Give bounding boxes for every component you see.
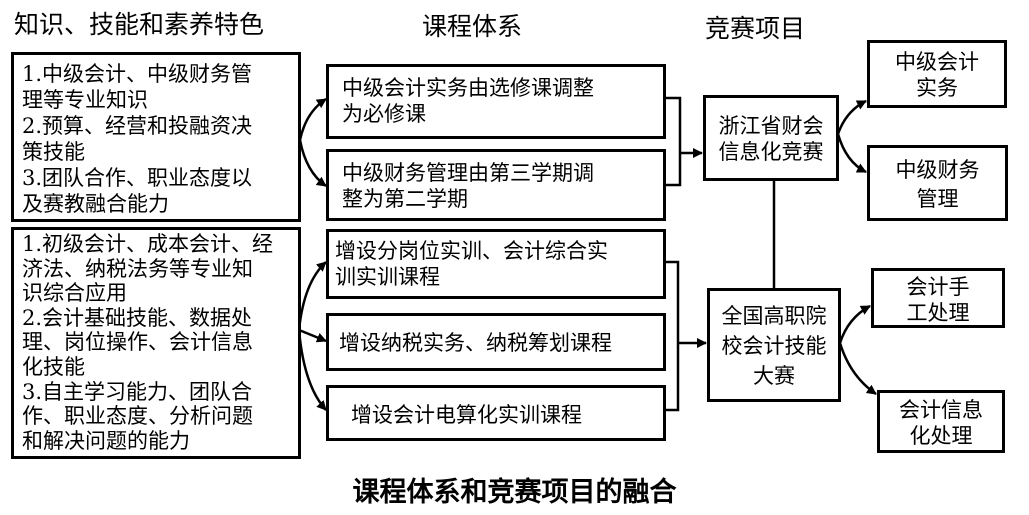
arrow-to-project3 <box>838 304 871 344</box>
arrow-skills2-course3 <box>297 261 327 331</box>
course-box-4: 增设纳税实务、纳税筹划课程 <box>326 313 666 371</box>
project-box-it-accounting-text: 会计信息 化处理 <box>899 398 983 448</box>
project-box-manual-accounting: 会计手 工处理 <box>871 268 1005 328</box>
competition-box-zhejiang-text: 浙江省财会 信息化竞赛 <box>718 114 824 164</box>
bracket-lower <box>665 260 680 412</box>
skills-box-1-text: 1.中级会计、中级财务管 理等专业知识 2.预算、经营和投融资决 策技能 3.团… <box>22 62 253 216</box>
competition-box-zhejiang: 浙江省财会 信息化竞赛 <box>703 95 839 181</box>
courses-header: 课程体系 <box>422 12 523 41</box>
competition-box-national: 全国高职院 校会计技能 大赛 <box>707 288 841 402</box>
project-box-financial-management: 中级财务 管理 <box>867 145 1008 221</box>
competition-box-national-text: 全国高职院 校会计技能 大赛 <box>721 304 827 388</box>
project-box-manual-accounting-text: 会计手 工处理 <box>906 275 970 325</box>
arrow-skills2-course5 <box>297 329 327 411</box>
course-box-4-text: 增设纳税实务、纳税筹划课程 <box>339 331 612 355</box>
course-box-3: 增设分岗位实训、会计综合实 训实训课程 <box>326 229 666 299</box>
skills-header: 知识、技能和素养特色 <box>14 10 265 39</box>
skills-box-2: 1.初级会计、成本会计、经 济法、纳税法务等专业知 识综合应用 2.会计基础技能… <box>11 227 301 459</box>
skills-box-1: 1.中级会计、中级财务管 理等专业知识 2.预算、经营和投融资决 策技能 3.团… <box>11 52 301 222</box>
course-box-5-text: 增设会计电算化实训课程 <box>351 403 582 427</box>
project-box-intermediate-accounting-text: 中级会计 实务 <box>895 50 979 100</box>
project-box-financial-management-text: 中级财务 管理 <box>895 158 980 211</box>
course-box-5: 增设会计电算化实训课程 <box>326 385 666 441</box>
bracket-upper <box>665 96 682 187</box>
figure-caption: 课程体系和竞赛项目的融合 <box>352 477 677 508</box>
course-box-1: 中级会计实务由选修课调整 为必修课 <box>326 64 666 139</box>
arrow-skills1-course1 <box>298 97 327 141</box>
course-box-1-text: 中级会计实务由选修课调整 为必修课 <box>342 76 594 126</box>
course-box-3-text: 增设分岗位实训、会计综合实 训实训课程 <box>335 239 608 289</box>
skills-box-2-text: 1.初级会计、成本会计、经 济法、纳税法务等专业知 识综合应用 2.会计基础技能… <box>22 232 274 453</box>
arrow-to-project4 <box>838 342 877 396</box>
competitions-header: 竞赛项目 <box>705 14 806 43</box>
project-box-it-accounting: 会计信息 化处理 <box>877 390 1005 453</box>
arrow-skills1-course2 <box>298 139 327 188</box>
arrow-to-project1 <box>836 99 867 135</box>
course-box-2-text: 中级财务管理由第三学期调 整为第二学期 <box>342 161 594 211</box>
arrow-to-project2 <box>836 133 867 174</box>
course-box-2: 中级财务管理由第三学期调 整为第二学期 <box>326 149 666 221</box>
project-box-intermediate-accounting: 中级会计 实务 <box>867 40 1007 108</box>
arrow-skills2-course4 <box>298 328 327 343</box>
